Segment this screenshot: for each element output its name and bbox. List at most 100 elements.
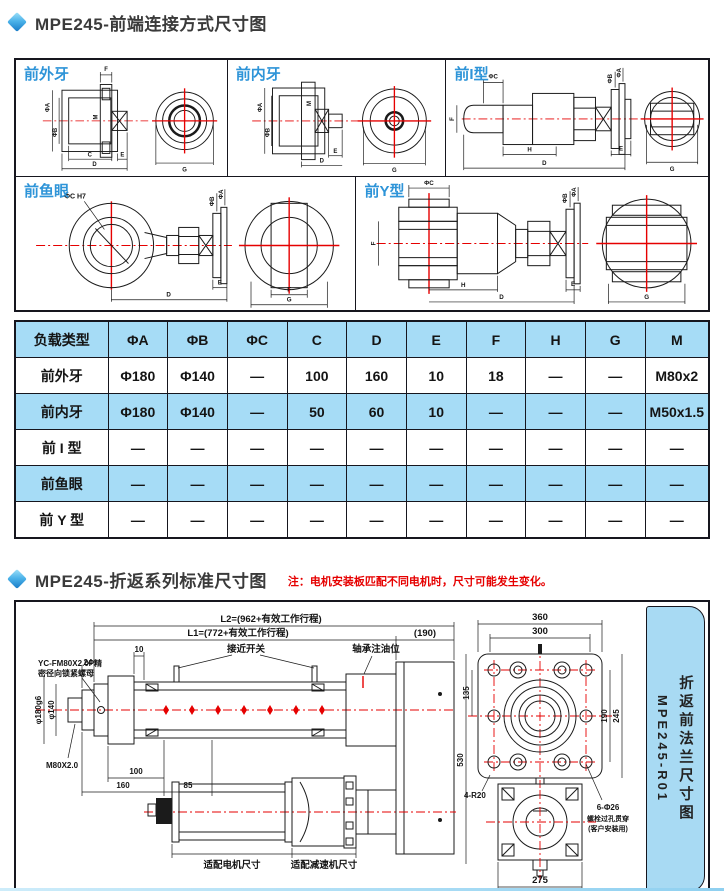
cell-title: 前内牙 bbox=[235, 66, 281, 83]
col-header: ΦA bbox=[107, 320, 169, 358]
cell: — bbox=[584, 357, 646, 394]
cell: 10 bbox=[405, 357, 467, 394]
drawing-front-internal-thread: ΦA ΦB M E D G bbox=[251, 81, 431, 174]
cell: — bbox=[465, 465, 527, 502]
diamond-icon bbox=[7, 12, 27, 32]
panel-foldback-drawing: 接近开关 轴承注油位 L2=(962+有效工作行程) L1=(772+有效工作行… bbox=[14, 600, 710, 891]
dim-160: 160 bbox=[116, 781, 130, 790]
cell: — bbox=[346, 465, 407, 502]
cell: — bbox=[584, 393, 646, 430]
dim-label: F bbox=[104, 67, 108, 73]
dim-label: ΦA bbox=[258, 102, 264, 112]
motor-size-label: 适配电机尺寸 bbox=[203, 859, 261, 871]
cell: — bbox=[405, 429, 467, 466]
section1-header: MPE245-前端连接方式尺寸图 bbox=[0, 0, 724, 34]
col-header: ΦC bbox=[226, 320, 288, 358]
dim-label: ΦA bbox=[616, 67, 623, 77]
dim-label: ΦC H7 bbox=[64, 193, 86, 200]
cell-title: 前外牙 bbox=[24, 66, 70, 83]
dim-label: G bbox=[392, 168, 397, 174]
cell: 10 bbox=[405, 393, 467, 430]
cell-front-i-type: 前I型 ΦC F ΦB ΦA bbox=[446, 60, 708, 177]
cell: — bbox=[465, 393, 527, 430]
cell-front-y-type: 前Y型 ΦC F bbox=[356, 177, 708, 310]
dim-190b: 190 bbox=[600, 709, 609, 723]
cell: Φ140 bbox=[167, 393, 228, 430]
table-row: 前 Y 型—————————— bbox=[14, 501, 710, 539]
dim-10: 10 bbox=[135, 645, 144, 654]
dim-label: G bbox=[670, 166, 675, 173]
dim-100: 100 bbox=[129, 767, 143, 776]
cell: — bbox=[346, 429, 407, 466]
dim-275: 275 bbox=[532, 875, 549, 886]
dim-label: ΦB bbox=[562, 193, 569, 203]
cell: — bbox=[525, 393, 586, 430]
dim-label: D bbox=[166, 292, 171, 299]
dim-label: G bbox=[287, 297, 292, 304]
cell-title: 前I型 bbox=[454, 66, 489, 83]
table-header-row: 负载类型 ΦA ΦB ΦC C D E F H G M bbox=[14, 320, 710, 358]
cell: — bbox=[226, 393, 288, 430]
dim-label: H bbox=[461, 282, 466, 289]
cell-title: 前鱼眼 bbox=[24, 183, 70, 200]
dim-label: ΦA bbox=[572, 187, 579, 197]
dim-label: ΦC bbox=[489, 74, 499, 81]
cell: 100 bbox=[286, 357, 348, 394]
dim-label: ΦA bbox=[46, 102, 52, 112]
side-tab-foldback-flange: 折返前法兰尺寸图 MPE245-R01 bbox=[646, 606, 705, 891]
cell: — bbox=[167, 501, 228, 539]
col-header: 负载类型 bbox=[14, 320, 109, 358]
cell: Φ140 bbox=[167, 357, 228, 394]
dim-label: G bbox=[645, 294, 650, 301]
cell: 18 bbox=[465, 357, 527, 394]
drawing-front-y-type: ΦC F ΦB ΦA H D bbox=[371, 180, 698, 304]
cell: — bbox=[465, 501, 527, 539]
dim-label: ΦB bbox=[53, 128, 59, 137]
cell: — bbox=[226, 501, 288, 539]
dim-label: ΦA bbox=[218, 189, 225, 199]
cell: 160 bbox=[346, 357, 407, 394]
cell: — bbox=[107, 501, 169, 539]
diamond-icon bbox=[7, 569, 27, 589]
cell: — bbox=[286, 429, 348, 466]
dim-label: E bbox=[571, 281, 575, 288]
dim-360: 360 bbox=[532, 612, 548, 623]
dim-label: M bbox=[93, 115, 99, 120]
dim-m80: M80X2.0 bbox=[46, 761, 79, 770]
dim-85: 85 bbox=[184, 781, 193, 790]
cell: 60 bbox=[346, 393, 407, 430]
section2-note: 注：电机安装板匹配不同电机时，尺寸可能发生变化。 bbox=[287, 576, 552, 588]
dim-label: ΦB bbox=[608, 73, 615, 83]
bolt-holes-label-line2: 螺栓过孔贯穿 bbox=[587, 814, 629, 823]
cell: 前 Y 型 bbox=[14, 501, 109, 539]
cell: 前 I 型 bbox=[14, 429, 109, 466]
cell: — bbox=[465, 429, 527, 466]
dim-label: F bbox=[449, 117, 456, 121]
cell: — bbox=[405, 465, 467, 502]
table-row: 前鱼眼—————————— bbox=[14, 465, 710, 502]
dim-245: 245 bbox=[612, 709, 621, 723]
dim-label: ΦB bbox=[265, 127, 271, 137]
cell: — bbox=[584, 429, 646, 466]
dim-190: (190) bbox=[414, 628, 436, 639]
dim-label: G bbox=[182, 168, 187, 174]
dim-label: D bbox=[319, 159, 324, 165]
col-header: D bbox=[346, 320, 407, 358]
cell: — bbox=[107, 465, 169, 502]
dim-label: ΦB bbox=[209, 196, 216, 206]
col-header: G bbox=[584, 320, 646, 358]
cell: 50 bbox=[286, 393, 348, 430]
side-tab-model-code: MPE245-R01 bbox=[655, 694, 670, 804]
section2-header: MPE245-折返系列标准尺寸图 注：电机安装板匹配不同电机时，尺寸可能发生变化… bbox=[0, 557, 724, 591]
corner-radius-label: 4-R20 bbox=[464, 791, 486, 800]
drawing-front-i-type: ΦC F ΦB ΦA H D E G bbox=[449, 67, 705, 173]
cell-title: 前Y型 bbox=[364, 183, 405, 200]
cell: — bbox=[346, 501, 407, 539]
dim-l1: L1=(772+有效工作行程) bbox=[187, 627, 288, 639]
section2-title: MPE245-折返系列标准尺寸图 bbox=[35, 571, 267, 591]
dim-label: M bbox=[307, 101, 313, 106]
cell: — bbox=[226, 465, 288, 502]
cell-front-external-thread: 前外牙 F ΦA ΦB M C bbox=[16, 60, 228, 177]
